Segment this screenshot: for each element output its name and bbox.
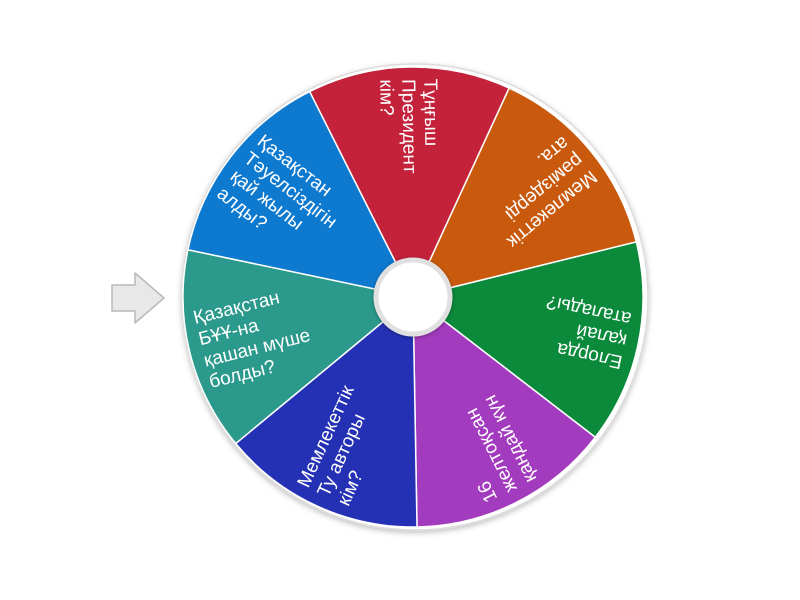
wheel-segments bbox=[182, 66, 644, 528]
arrow-right-icon bbox=[111, 272, 165, 324]
segment-label: ТұңғышПрезиденткім? bbox=[375, 78, 442, 174]
wheel-segment bbox=[234, 295, 418, 528]
wheel-segment bbox=[411, 241, 644, 439]
wheel-segment bbox=[412, 295, 597, 528]
wheel-segment bbox=[187, 90, 415, 299]
wheel-hub[interactable] bbox=[373, 257, 453, 337]
wheel-segment bbox=[308, 66, 511, 299]
wheel-segment bbox=[182, 248, 415, 445]
wheel-segment bbox=[411, 87, 638, 299]
